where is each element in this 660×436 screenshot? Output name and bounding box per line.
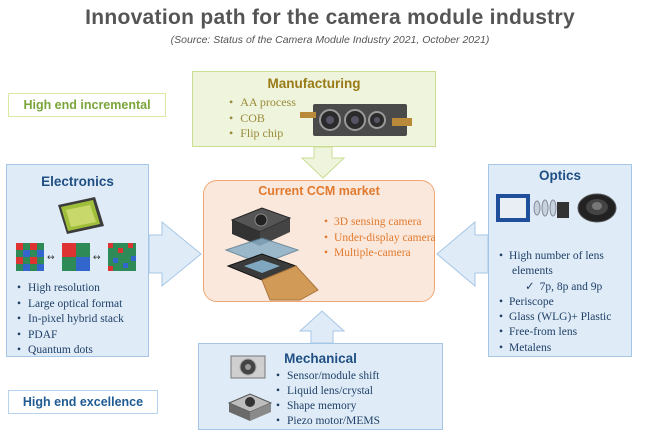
lens-stack-image [496,194,569,222]
arrow-up-icon [298,310,346,344]
list-item: In-pixel hybrid stack [17,312,124,328]
manufacturing-title: Manufacturing [267,76,361,91]
svg-text:↔: ↔ [93,253,101,263]
list-item: Glass (WLG)+ Plastic [499,310,611,325]
electronics-title: Electronics [41,174,114,189]
list-item: PDAF [17,328,124,344]
arrow-left-icon [436,220,489,288]
list-item-continuation: elements [512,265,553,278]
arrow-down-icon [300,146,346,179]
ois-module-image [227,393,273,421]
page-title: Innovation path for the camera module in… [85,6,575,29]
optics-title: Optics [538,168,581,183]
list-item: COB [229,111,296,127]
list-item: Sensor/module shift [276,369,380,384]
list-item: High resolution [17,281,124,297]
list-item: Liquid lens/crystal [276,384,380,399]
arrow-right-icon [148,220,202,288]
electronics-list: High resolution Large optical format In-… [17,281,124,359]
lens-barrel-image [577,193,617,223]
list-item: Quantum dots [17,343,124,359]
image-sensor-image [58,197,104,234]
list-item: Free-from lens [499,325,611,340]
list-item: High number of lens [499,249,611,264]
list-item: Periscope [499,295,611,310]
optics-list: High number of lens elements 7p, 8p and … [499,249,611,356]
mechanical-title: Mechanical [284,351,357,366]
ccm-exploded-view-image [224,207,319,301]
camera-module-image [300,104,412,136]
list-subitem: 7p, 8p and 9p [499,280,611,295]
list-item: Large optical format [17,297,124,313]
list-item: Flip chip [229,126,296,142]
high-end-excellence-label: High end excellence [8,390,158,414]
list-item: Shape memory [276,399,380,414]
svg-text:↔: ↔ [47,253,55,263]
list-item: Multiple-camera [324,246,436,262]
high-end-incremental-label: High end incremental [8,93,166,117]
list-item: Under-display camera [324,231,436,247]
list-item: 3D sensing camera [324,215,436,231]
ccm-market-title: Current CCM market [258,184,380,198]
list-item: AA process [229,95,296,111]
actuator-image [230,355,266,379]
list-item: Piezo motor/MEMS [276,414,380,429]
list-item: Metalens [499,341,611,356]
mechanical-list: Sensor/module shift Liquid lens/crystal … [276,369,380,429]
pixel-grid-image: ↔ ↔ [16,243,136,271]
ccm-market-list: 3D sensing camera Under-display camera M… [324,215,436,262]
manufacturing-list: AA process COB Flip chip [229,95,296,142]
page-subtitle: (Source: Status of the Camera Module Ind… [170,34,490,46]
